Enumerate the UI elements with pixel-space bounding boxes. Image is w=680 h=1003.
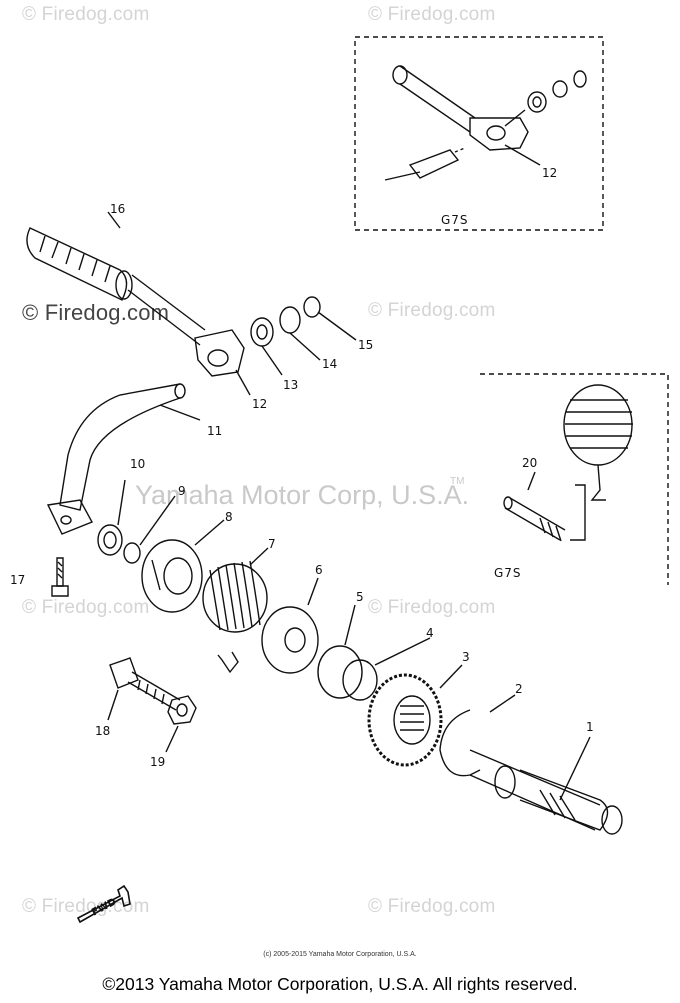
leader-12-variant <box>504 144 541 166</box>
circlip-9 <box>123 495 176 564</box>
watermark: © Firedog.com <box>368 896 496 917</box>
callout-16: 16 <box>110 202 126 216</box>
callout-2: 2 <box>515 682 523 696</box>
trademark-mark: TM <box>450 476 465 487</box>
kick-crank-arm <box>46 383 201 535</box>
spring-guide-8 <box>141 519 225 613</box>
circlip-5 <box>317 604 363 699</box>
variant-washers <box>527 70 587 113</box>
kick-pedal-rubber <box>26 227 133 301</box>
callout-8: 8 <box>225 510 233 524</box>
callout-20: 20 <box>522 456 538 470</box>
small-copyright: (c) 2005-2015 Yamaha Motor Corporation, … <box>263 951 417 958</box>
washer-6 <box>261 577 319 674</box>
callout-11: 11 <box>207 424 223 438</box>
watermark: © Firedog.com <box>368 597 496 618</box>
callout-19: 19 <box>150 755 166 769</box>
clip-2 <box>439 694 516 777</box>
kick-crank-boss <box>127 274 251 396</box>
callout-3: 3 <box>462 650 470 664</box>
variant-label-top: G7S <box>441 213 469 227</box>
callout-6: 6 <box>315 563 323 577</box>
callout-12: 12 <box>252 397 268 411</box>
leader-16 <box>107 211 121 229</box>
shaft-stub-variant <box>384 147 466 181</box>
callout-4: 4 <box>426 626 434 640</box>
copyright-footer: ©2013 Yamaha Motor Corporation, U.S.A. A… <box>102 974 578 994</box>
variant-label-right: G7S <box>494 566 522 580</box>
kick-gear-3 <box>367 664 463 767</box>
spring-variant-right <box>563 384 633 501</box>
watermark: © Firedog.com <box>368 300 496 321</box>
washer-13 <box>250 317 283 376</box>
callout-14: 14 <box>322 357 338 371</box>
kick-spring-7 <box>202 547 269 674</box>
kick-axle-1 <box>469 736 623 835</box>
callout-9: 9 <box>178 484 186 498</box>
washer-14 <box>279 306 321 361</box>
variant-box-right <box>480 373 669 585</box>
callout-10: 10 <box>130 457 146 471</box>
friction-spring-4 <box>342 637 431 701</box>
oil-seal-10 <box>97 479 126 556</box>
watermark: © Firedog.com <box>368 4 496 25</box>
callout-7: 7 <box>268 537 276 551</box>
callout-18: 18 <box>95 724 111 738</box>
circlip-15 <box>303 296 357 341</box>
variant-box-top <box>354 36 604 231</box>
callout-13: 13 <box>283 378 299 392</box>
watermark: © Firedog.com <box>22 597 150 618</box>
crank-boss-variant <box>392 65 529 151</box>
callout-1: 1 <box>586 720 594 734</box>
callout-17: 17 <box>10 573 26 587</box>
callout-12-variant: 12 <box>542 166 558 180</box>
callout-15: 15 <box>358 338 374 352</box>
bolt-18 <box>107 657 181 721</box>
pin-20 <box>503 471 586 542</box>
bolt-17 <box>51 557 69 597</box>
nut-19 <box>165 695 197 753</box>
fwd-arrow <box>76 884 131 924</box>
callout-5: 5 <box>356 590 364 604</box>
center-watermark: Yamaha Motor Corp, U.S.A. <box>135 480 470 510</box>
watermark: © Firedog.com <box>22 4 150 25</box>
watermark: © Firedog.com <box>22 300 170 325</box>
